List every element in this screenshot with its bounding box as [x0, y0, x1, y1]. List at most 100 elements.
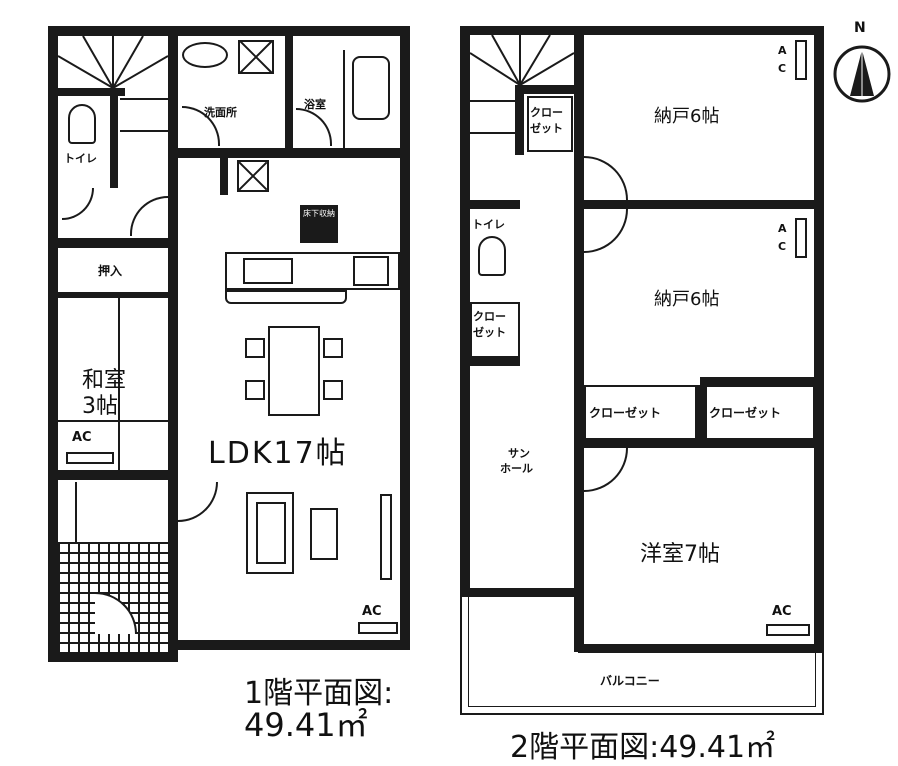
shoe-cabinet — [75, 482, 77, 542]
wall — [814, 26, 824, 652]
wall — [110, 88, 118, 188]
closet-d — [705, 385, 815, 440]
closet-b-label-2: ゼット — [473, 326, 506, 339]
tatami-lines — [58, 420, 168, 422]
ac-label-c: C — [778, 62, 787, 75]
door — [584, 209, 628, 253]
tv-stand — [380, 494, 392, 580]
north-arrow-icon — [833, 45, 891, 103]
wall — [460, 26, 824, 35]
wall — [220, 155, 228, 195]
ac-unit — [795, 218, 807, 258]
chair — [323, 338, 343, 358]
room-label-storage-1: 納戸6帖 — [654, 106, 720, 127]
chair — [245, 380, 265, 400]
toilet-fixture — [68, 104, 96, 144]
wall — [578, 644, 824, 653]
bathtub — [352, 56, 390, 120]
wall — [697, 385, 705, 445]
wall — [55, 292, 175, 298]
closet-c — [584, 385, 697, 440]
floor2-title: 2階平面図:49.41㎡ — [510, 730, 776, 765]
compass-north-label: N — [854, 20, 866, 36]
sofa-seat — [256, 502, 286, 564]
wall — [285, 26, 293, 151]
room-label-bath: 浴室 — [304, 98, 326, 111]
stove-icon — [353, 256, 389, 286]
ac-label: AC — [772, 604, 792, 619]
ac-label-c: C — [778, 240, 787, 253]
wall — [55, 238, 175, 248]
wall — [55, 470, 175, 480]
balcony-inner — [468, 597, 816, 707]
floor-storage-hatch: 床下収納 — [300, 205, 338, 243]
wall — [460, 588, 580, 597]
wall — [700, 377, 824, 385]
room-label-balcony: バルコニー — [600, 674, 660, 688]
room-size-japanese: 3帖 — [82, 394, 118, 419]
room-label-toilet: トイレ — [64, 152, 97, 165]
wall — [468, 358, 520, 366]
wall — [460, 26, 470, 596]
stair-steps — [120, 98, 168, 132]
room-label-washroom: 洗面所 — [204, 106, 237, 119]
coffee-table — [310, 508, 338, 560]
room-label-storage-2: 納戸6帖 — [654, 289, 720, 310]
door — [584, 156, 628, 200]
ac-unit — [66, 452, 114, 464]
ac-label-a: A — [778, 44, 787, 57]
closet-d-label: クローゼット — [709, 406, 782, 420]
floor1-area: 49.41㎡ — [244, 706, 368, 744]
chair — [323, 380, 343, 400]
room-label-japanese: 和室 — [82, 368, 127, 393]
room-label-ldk: LDK17帖 — [208, 436, 348, 471]
closet-b-label-1: クロー — [473, 310, 506, 323]
closet-a-label-2: ゼット — [530, 122, 563, 135]
floor1-plan: トイレ 洗面所 浴室 床下収納 LDK17帖 AC 押入 和室 3帖 AC 1階… — [0, 0, 440, 760]
room-label-western: 洋室7帖 — [640, 542, 720, 567]
tatami-lines — [118, 298, 120, 470]
compass: N — [832, 20, 892, 110]
closet-b — [470, 302, 520, 358]
room-label-sunroom-2: ホール — [500, 462, 533, 475]
ventilation-fan-icon — [238, 40, 274, 74]
ac-unit — [358, 622, 398, 634]
ac-label: AC — [362, 604, 382, 619]
closet-c-label: クローゼット — [589, 406, 662, 420]
range-hood-icon — [237, 160, 269, 192]
door — [584, 448, 628, 492]
wall — [515, 85, 524, 155]
room-label-sunroom-1: サン — [508, 447, 530, 460]
wall — [48, 652, 178, 662]
balcony — [460, 597, 824, 715]
bath-partition — [343, 50, 345, 148]
dining-table — [268, 326, 320, 416]
wall — [178, 148, 408, 158]
staircase — [470, 35, 574, 85]
breakfast-bar — [225, 290, 347, 304]
ac-label-a: A — [778, 222, 787, 235]
room-label-closet: 押入 — [98, 264, 123, 278]
toilet-fixture — [478, 236, 506, 276]
stair-steps — [470, 100, 515, 134]
storage-label: 床下収納 — [303, 209, 335, 218]
wall — [515, 85, 577, 94]
wall — [48, 26, 58, 662]
wall — [400, 26, 410, 650]
wall — [55, 88, 125, 96]
staircase — [58, 36, 168, 88]
room-label-toilet: トイレ — [472, 218, 505, 231]
closet-a-label-1: クロー — [530, 106, 563, 119]
wall — [574, 26, 584, 652]
wall — [48, 26, 410, 36]
closet-a — [527, 96, 573, 152]
chair — [245, 338, 265, 358]
ac-unit — [795, 40, 807, 80]
wall — [468, 200, 520, 209]
ac-label: AC — [72, 430, 92, 445]
floor1-title: 1階平面図: — [244, 676, 394, 711]
wall — [168, 26, 178, 662]
washbasin — [182, 42, 228, 68]
ac-unit — [766, 624, 810, 636]
